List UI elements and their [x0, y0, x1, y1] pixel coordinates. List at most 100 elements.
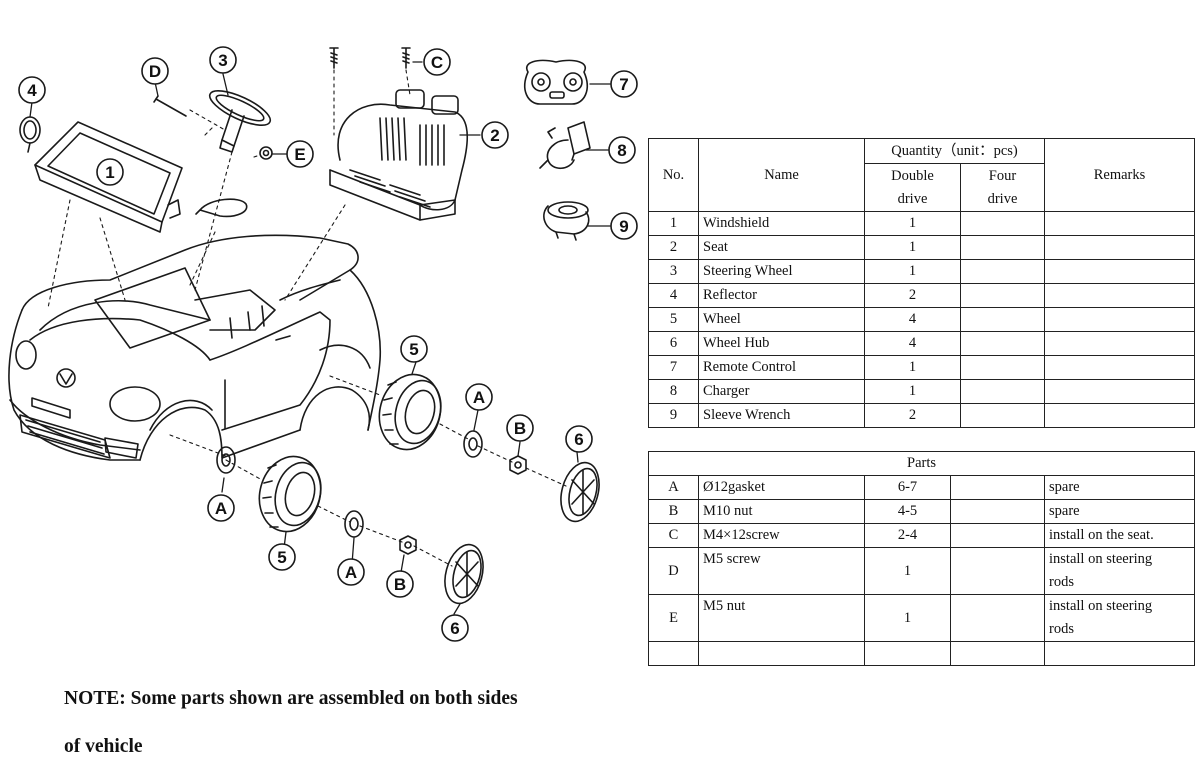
spare-no: C [648, 523, 699, 548]
callout-label-charger: 8 [617, 141, 626, 160]
callout-leaders [29, 61, 611, 615]
spare-remarks: install on the seat. [1043, 523, 1196, 548]
spare-table-title: Parts [647, 451, 1196, 476]
callout-label-gasket-front-left: A [215, 499, 227, 518]
row-four-drive [960, 403, 1045, 428]
callout-label-nut-front: B [394, 575, 406, 594]
spare-row: B M10 nut 4-5 spare [648, 499, 1196, 524]
spare-empty [950, 499, 1045, 524]
gasket-parts [216, 430, 483, 538]
spare-empty [950, 475, 1045, 500]
callout-label-gasket-rear: A [473, 388, 485, 407]
callout-circle-nut-e [286, 140, 314, 168]
callout-label-nut-e: E [294, 145, 305, 164]
callout-circle-screw-d [141, 57, 169, 85]
row-four-drive [960, 283, 1045, 308]
header-name: Name [698, 138, 865, 212]
spare-parts-table: Parts A Ø12gasket 6-7 spare B M10 nut 4-… [647, 451, 1196, 666]
row-double-drive: 1 [864, 259, 961, 284]
row-four-drive [960, 355, 1045, 380]
row-name: Seat [698, 235, 865, 260]
spare-name: M5 screw [698, 547, 865, 595]
row-no: 6 [648, 331, 699, 356]
header-four-drive-line2: drive [960, 188, 1045, 212]
callout-label-hub-rear: 6 [574, 430, 583, 449]
spare-name: Ø12gasket [698, 475, 865, 500]
row-double-drive: 4 [864, 331, 961, 356]
spare-qty: 6-7 [864, 475, 951, 500]
callout-circle-nut-front [386, 570, 414, 598]
row-four-drive [960, 331, 1045, 356]
spare-remarks-line2: rods [1049, 621, 1074, 637]
callout-label-screw-d: D [149, 62, 161, 81]
note-line-1: NOTE: Some parts shown are assembled on … [64, 688, 518, 709]
header-double-drive-line1: Double [864, 163, 961, 188]
callout-label-reflector: 4 [27, 81, 37, 100]
row-name: Wheel Hub [698, 331, 865, 356]
windshield-part [34, 121, 183, 233]
reflector-part [19, 116, 41, 153]
row-name: Windshield [698, 211, 865, 236]
spare-name: M5 nut [698, 594, 865, 642]
callout-label-hub-front: 6 [450, 619, 459, 638]
spare-name: M10 nut [698, 499, 865, 524]
row-remarks [1044, 403, 1195, 428]
callout-label-remote: 7 [619, 75, 628, 94]
callout-circle-hub-front [441, 614, 469, 642]
nut-parts [399, 455, 527, 555]
callout-circle-remote [610, 70, 638, 98]
spare-remarks: spare [1043, 475, 1196, 500]
row-no: 1 [648, 211, 699, 236]
callout-label-gasket-front: A [345, 563, 357, 582]
spare-remarks: spare [1043, 499, 1196, 524]
callout-circle-gasket-rear [465, 383, 493, 411]
header-remarks: Remarks [1044, 138, 1195, 212]
seat-part [329, 89, 469, 221]
callout-circle-screw-c [423, 48, 451, 76]
nut-e-part [259, 146, 273, 160]
spare-remarks: install on steering rods [1043, 594, 1196, 642]
row-no: 2 [648, 235, 699, 260]
spare-remarks-line2: rods [1049, 574, 1074, 590]
row-name: Reflector [698, 283, 865, 308]
row-no: 5 [648, 307, 699, 332]
callout-circle-wheel-rear [400, 335, 428, 363]
spare-empty [950, 594, 1045, 642]
row-remarks [1044, 283, 1195, 308]
row-name: Wheel [698, 307, 865, 332]
spare-empty [950, 523, 1045, 548]
spare-no: B [648, 499, 699, 524]
spare-qty: 1 [864, 547, 951, 595]
row-name: Sleeve Wrench [698, 403, 865, 428]
callout-circle-gasket-front [337, 558, 365, 586]
callout-circle-hub-rear [565, 425, 593, 453]
header-double-drive-line2: drive [864, 188, 961, 212]
spare-qty: 2-4 [864, 523, 951, 548]
row-remarks [1044, 331, 1195, 356]
row-remarks [1044, 259, 1195, 284]
spare-qty: 4-5 [864, 499, 951, 524]
spare-remarks-line1: install on steering [1049, 598, 1153, 614]
row-four-drive [960, 307, 1045, 332]
row-no: 4 [648, 283, 699, 308]
callout-circle-wheel-front [268, 543, 296, 571]
screw-d-part [153, 95, 187, 117]
parts-quantity-table: No. Name Quantity（unit：pcs) Remarks Doub… [648, 138, 1195, 428]
row-remarks [1044, 235, 1195, 260]
side-mirror-part [195, 198, 248, 218]
header-four-drive-line1: Four [960, 163, 1045, 188]
callout-label-sleeve-wrench: 9 [619, 217, 628, 236]
row-four-drive [960, 211, 1045, 236]
spare-empty [950, 547, 1045, 595]
callout-circle-windshield [96, 158, 124, 186]
